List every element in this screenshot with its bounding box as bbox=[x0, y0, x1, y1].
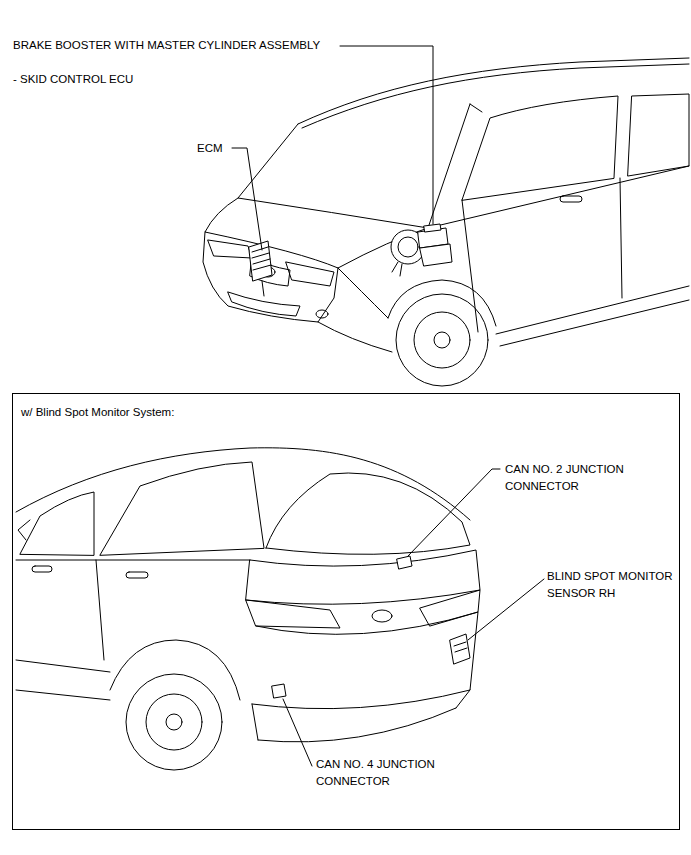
panel-heading: w/ Blind Spot Monitor System: bbox=[21, 404, 174, 421]
part-label: BLIND SPOT MONITOR SENSOR RH bbox=[547, 568, 685, 602]
part-label: - SKID CONTROL ECU bbox=[13, 71, 133, 88]
part-label: CAN NO. 4 JUNCTION CONNECTOR bbox=[316, 756, 454, 790]
part-label: BRAKE BOOSTER WITH MASTER CYLINDER ASSEM… bbox=[13, 37, 320, 54]
part-label: CAN NO. 2 JUNCTION CONNECTOR bbox=[505, 461, 643, 495]
part-label: ECM bbox=[197, 140, 223, 157]
